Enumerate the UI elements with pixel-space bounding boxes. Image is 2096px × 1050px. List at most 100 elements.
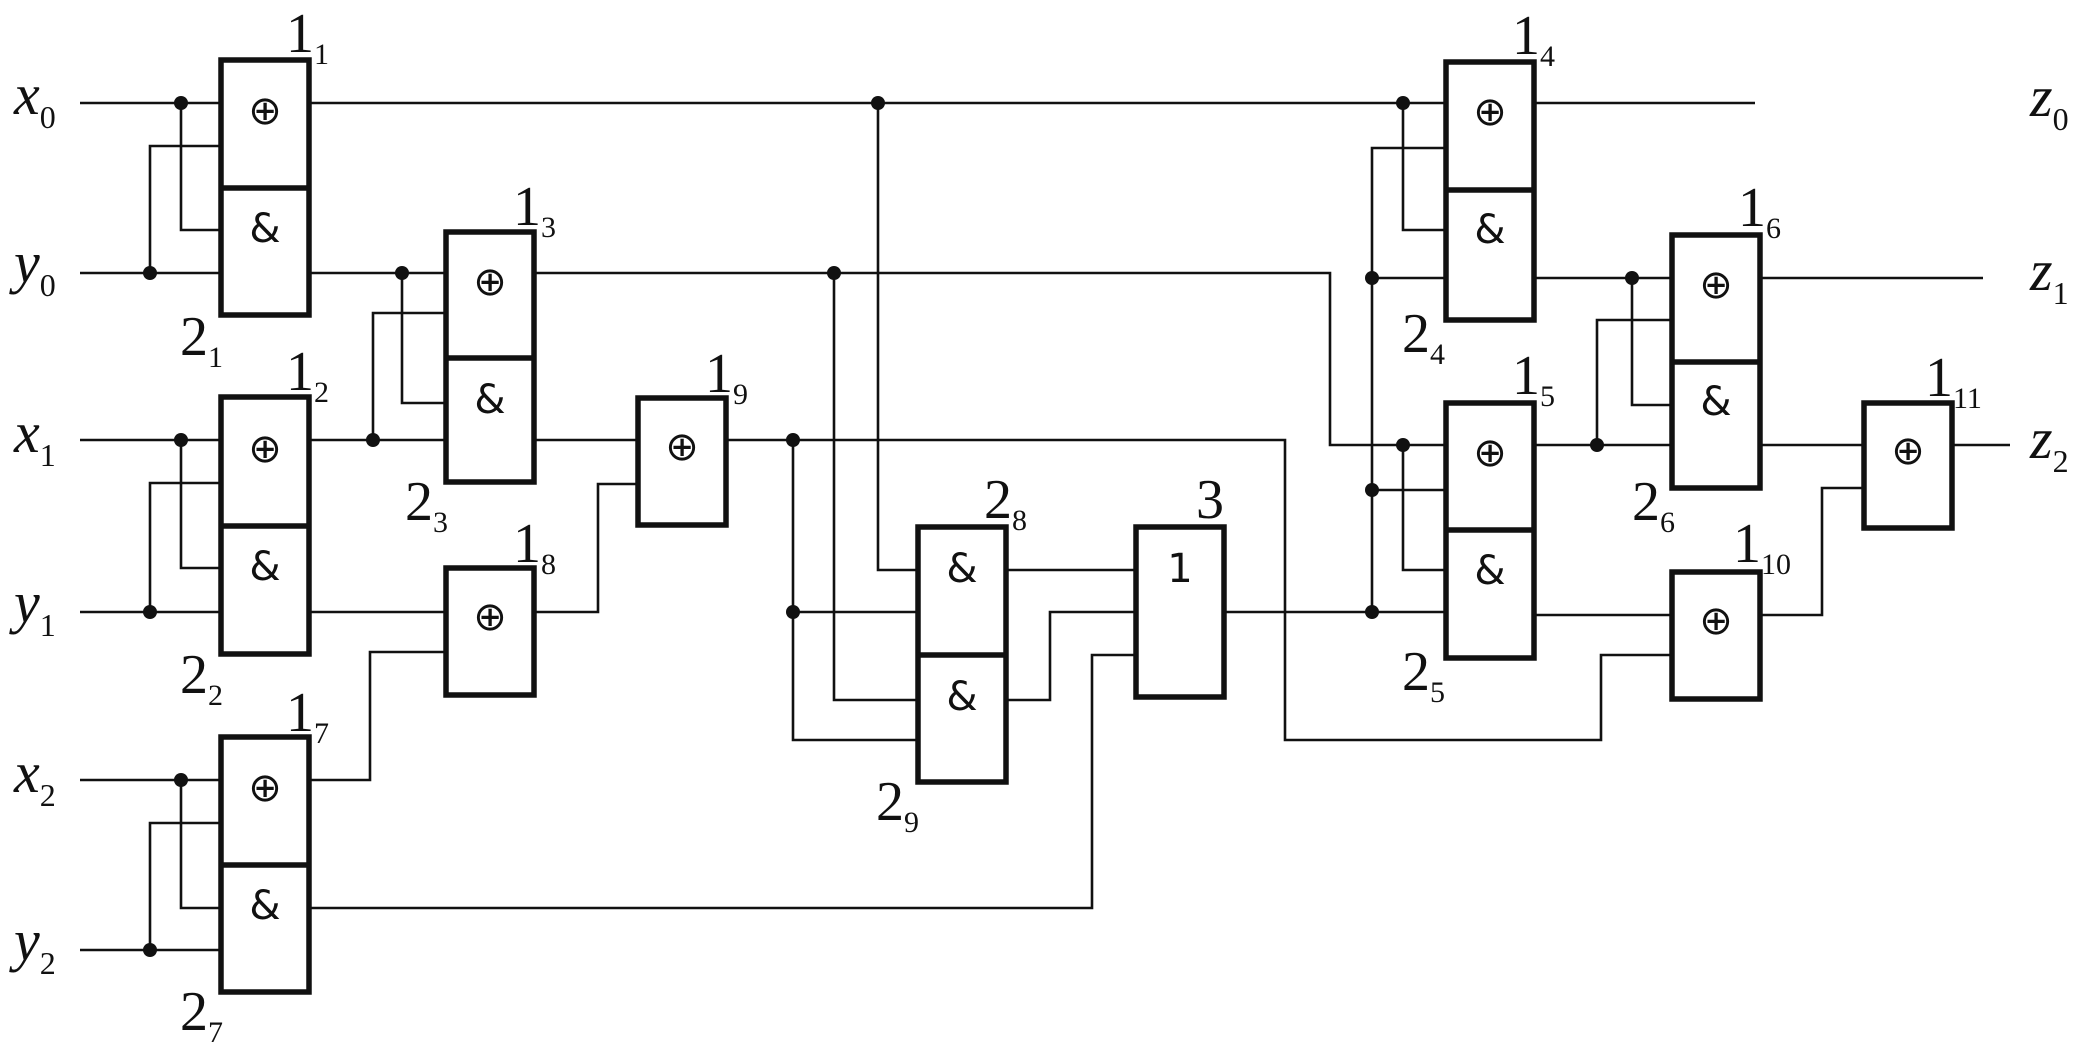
- output-label-z2: z2: [2029, 406, 2069, 479]
- xor-symbol: ⊕: [248, 88, 282, 134]
- gate-label: 13: [513, 176, 556, 244]
- wire-s7: [309, 650, 446, 782]
- and-symbol: &: [1700, 379, 1731, 425]
- xor-symbol: ⊕: [248, 426, 282, 472]
- wire-x1-branch: [179, 440, 221, 570]
- io-labels: x0 y0 x1 y1 x2 y2 z0 z1 z2: [9, 62, 2069, 981]
- xor-symbol: ⊕: [1699, 598, 1733, 644]
- gate-label: 18: [513, 513, 556, 581]
- input-label-x0: x0: [13, 62, 56, 135]
- junction-dot: [1365, 605, 1379, 619]
- gate-label: 3: [1196, 469, 1224, 531]
- gate-label: 26: [1632, 471, 1675, 539]
- gate-label: 22: [180, 644, 223, 712]
- wire-s5-branch: [1595, 318, 1672, 445]
- xor-gate-11: ⊕: [1861, 400, 1955, 531]
- input-label-x1: x1: [13, 400, 56, 473]
- junction-dot: [1365, 271, 1379, 285]
- gate-labels: 11 21 12 22 13 23 17 27 14 24 15 25 16 2…: [180, 3, 1982, 1049]
- gate-label: 12: [286, 341, 329, 409]
- output-label-z0: z0: [2029, 64, 2069, 137]
- junctions: [143, 96, 1639, 957]
- half-adder-6: ⊕ &: [1669, 232, 1763, 491]
- and-symbol: &: [249, 544, 280, 590]
- junction-dot: [1365, 483, 1379, 497]
- or-symbol: 1: [1167, 546, 1192, 592]
- xor-symbol: ⊕: [248, 765, 282, 811]
- or-gate-3: 1: [1133, 524, 1227, 700]
- and-symbol: &: [474, 377, 505, 423]
- wire-c1-branch: [400, 273, 446, 405]
- wire-y2-branch: [148, 821, 221, 950]
- xor-gate-10: ⊕: [1669, 569, 1763, 702]
- junction-dot: [174, 433, 188, 447]
- junction-dot: [143, 266, 157, 280]
- gate-label: 28: [984, 469, 1027, 537]
- and-symbol: &: [249, 206, 280, 252]
- gate-label: 25: [1402, 641, 1445, 709]
- junction-dot: [143, 943, 157, 957]
- input-label-y0: y0: [9, 230, 56, 303]
- wire-s1-tap: [1401, 103, 1446, 232]
- wire-s2-branch: [371, 311, 446, 440]
- xor-symbol: ⊕: [665, 424, 699, 470]
- junction-dot: [143, 605, 157, 619]
- wire-c7: [309, 653, 1136, 910]
- junction-dot: [1625, 271, 1639, 285]
- junction-dot: [366, 433, 380, 447]
- junction-dot: [1396, 438, 1410, 452]
- gate-label: 14: [1512, 5, 1555, 73]
- xor-symbol: ⊕: [473, 594, 507, 640]
- xor-gate-8: ⊕: [443, 565, 537, 698]
- xor-symbol: ⊕: [473, 259, 507, 305]
- gate-label: 17: [286, 682, 329, 750]
- wire-c4-branch: [1630, 278, 1672, 407]
- wire-s8: [534, 482, 638, 614]
- gates: ⊕ & ⊕ & ⊕ & ⊕ & ⊕: [218, 57, 1955, 995]
- wire-s3: [534, 271, 1446, 447]
- gate-label: 110: [1733, 513, 1791, 581]
- gate-label: 27: [180, 981, 223, 1049]
- and-symbol: &: [1474, 548, 1505, 594]
- junction-dot: [786, 605, 800, 619]
- input-label-y1: y1: [9, 570, 56, 643]
- gate-label: 111: [1925, 347, 1982, 415]
- and-gates-8-9: & &: [915, 524, 1009, 785]
- junction-dot: [827, 266, 841, 280]
- wire-s3-drop: [832, 273, 918, 702]
- input-label-y2: y2: [9, 908, 56, 981]
- wire-s1-drop: [876, 103, 918, 572]
- input-label-x2: x2: [13, 740, 56, 813]
- xor-symbol: ⊕: [1473, 430, 1507, 476]
- wire-x0-branch: [179, 103, 221, 232]
- wire-c9: [1006, 610, 1136, 702]
- wire-s3-tap2: [1401, 445, 1446, 572]
- half-adder-2: ⊕ &: [218, 394, 312, 657]
- junction-dot: [871, 96, 885, 110]
- gate-label: 29: [876, 771, 919, 839]
- gate-label: 15: [1512, 345, 1555, 413]
- wire-or3-up: [1370, 488, 1446, 612]
- and-symbol: &: [1474, 207, 1505, 253]
- wire-s10: [1760, 486, 1864, 617]
- and-symbol: &: [249, 883, 280, 929]
- wire-x2-branch: [179, 780, 221, 910]
- junction-dot: [174, 773, 188, 787]
- xor-symbol: ⊕: [1699, 262, 1733, 308]
- wire-s9-drop: [791, 440, 918, 742]
- half-adder-5: ⊕ &: [1443, 400, 1537, 661]
- xor-gate-9: ⊕: [635, 395, 729, 528]
- half-adder-1: ⊕ &: [218, 57, 312, 318]
- gate-label: 16: [1738, 177, 1781, 245]
- output-label-z1: z1: [2029, 238, 2069, 311]
- xor-symbol: ⊕: [1891, 428, 1925, 474]
- junction-dot: [174, 96, 188, 110]
- wire-y0-branch: [148, 144, 221, 273]
- wire-s9: [726, 438, 1672, 742]
- junction-dot: [395, 266, 409, 280]
- half-adder-4: ⊕ &: [1443, 59, 1537, 323]
- wire-y1-branch: [148, 481, 221, 612]
- and-symbol: &: [946, 674, 977, 720]
- gate-label: 24: [1402, 303, 1445, 371]
